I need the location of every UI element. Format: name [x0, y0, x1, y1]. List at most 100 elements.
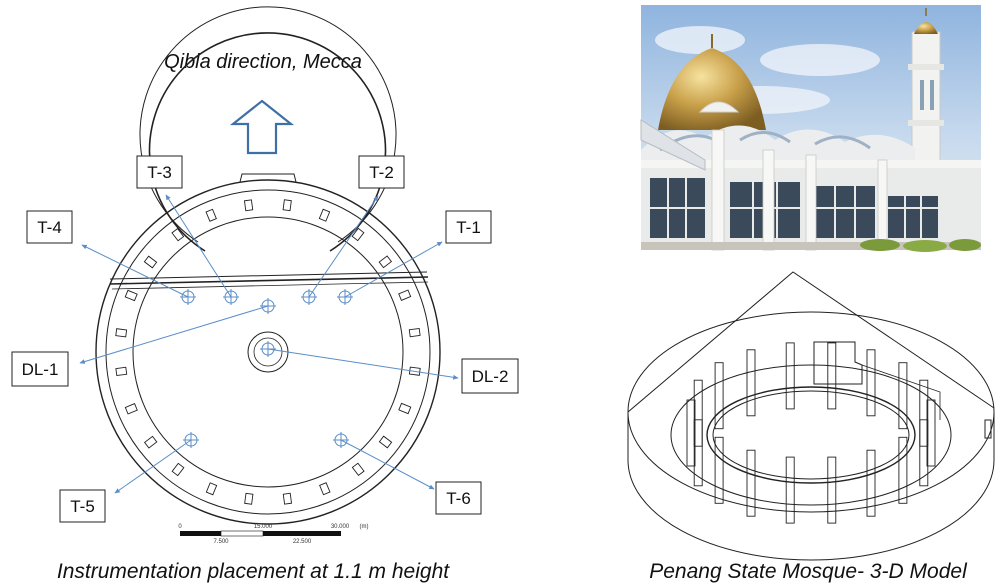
column-marker	[319, 482, 331, 496]
svg-text:22.500: 22.500	[293, 539, 312, 545]
model-pillar	[693, 419, 703, 487]
mihrab-lines	[861, 364, 941, 420]
model-pillar	[785, 456, 795, 524]
column-marker	[143, 255, 158, 269]
base-wall	[627, 412, 995, 561]
side-door	[984, 419, 992, 439]
band-line-3	[111, 281, 429, 290]
svg-text:T-2: T-2	[369, 163, 394, 182]
label-dl1: DL-1	[11, 351, 69, 387]
model-pillar	[898, 436, 908, 504]
leader-dl2	[267, 348, 459, 380]
svg-text:DL-2: DL-2	[472, 367, 509, 386]
svg-text:T-3: T-3	[147, 163, 172, 182]
column-marker	[378, 435, 393, 449]
model-pillar	[866, 449, 876, 517]
sensor-markers	[180, 289, 353, 448]
column-marker	[351, 227, 365, 242]
leader-t1	[344, 241, 443, 298]
model-pillar	[686, 399, 696, 467]
leader-t5	[114, 439, 192, 494]
leader-t4	[81, 244, 189, 298]
label-dl2: DL-2	[461, 358, 519, 394]
outer-wall-circle	[95, 179, 441, 525]
band-line-2	[109, 276, 429, 285]
leader-t2	[308, 195, 379, 298]
column-marker	[205, 482, 218, 496]
column-marker	[378, 255, 393, 269]
model-pillar	[919, 379, 929, 447]
label-t6: T-6	[435, 481, 482, 515]
column-markers	[115, 199, 421, 505]
qibla-caption: Qibla direction, Mecca	[164, 51, 362, 73]
inner-ring-inner	[706, 386, 916, 484]
mihrab-niche	[239, 173, 297, 183]
pillar-group	[686, 342, 936, 524]
roof-cone	[627, 271, 995, 413]
svg-text:0: 0	[178, 524, 182, 530]
model-pillar	[746, 449, 756, 517]
model-pillar	[827, 456, 837, 524]
svg-text:30.000: 30.000	[331, 524, 350, 530]
label-t5: T-5	[59, 489, 106, 523]
label-t2: T-2	[358, 155, 405, 189]
mosque-3d-model	[627, 271, 995, 561]
column-marker	[143, 435, 158, 449]
column-marker	[282, 492, 293, 505]
column-marker	[115, 366, 128, 377]
svg-text:15.000: 15.000	[254, 524, 273, 530]
model-pillar	[919, 419, 929, 487]
band-line-1	[109, 271, 428, 280]
mosque-photo	[640, 5, 981, 252]
column-marker	[398, 289, 412, 301]
model-pillar	[926, 399, 936, 467]
inner-ring-core	[712, 390, 910, 480]
leader-t3	[165, 194, 232, 298]
center-inner-circle	[253, 337, 283, 367]
column-marker	[408, 327, 421, 338]
column-marker	[351, 462, 365, 477]
column-marker	[205, 208, 217, 222]
column-ring-circle	[132, 216, 404, 488]
column-marker	[124, 289, 138, 302]
leader-lines	[79, 194, 459, 494]
qibla-arrow-icon	[229, 99, 295, 155]
column-marker	[115, 328, 128, 338]
leader-dl1	[79, 305, 269, 364]
column-marker	[398, 402, 412, 415]
base-top-ellipse	[627, 311, 995, 513]
svg-text:(m): (m)	[360, 524, 369, 530]
svg-text:T-5: T-5	[70, 497, 95, 516]
leader-t6	[340, 439, 435, 490]
label-t1: T-1	[445, 210, 492, 244]
svg-text:7.500: 7.500	[213, 539, 229, 545]
plan-drawing: Qibla direction, Mecca	[11, 6, 519, 583]
svg-text:T-4: T-4	[37, 218, 62, 237]
model-caption: Penang State Mosque- 3-D Model	[649, 560, 968, 583]
column-marker	[282, 199, 292, 212]
model-pillar	[746, 349, 756, 417]
model-pillar	[693, 379, 703, 447]
column-marker	[243, 199, 254, 212]
outer-wall-inner-circle	[105, 189, 431, 515]
svg-text:T-1: T-1	[456, 218, 481, 237]
label-t3: T-3	[136, 155, 183, 189]
column-marker	[124, 403, 138, 415]
model-pillar	[827, 342, 837, 410]
model-pillar	[898, 362, 908, 430]
model-pillar	[785, 342, 795, 410]
sensor-labels: T-3 T-2 T-4 T-1 DL-1 DL-2 T-5 T-6	[11, 155, 519, 523]
column-marker	[171, 227, 185, 242]
scale-bar: 0 15.000 30.000 (m) 7.500 22.500	[178, 524, 368, 545]
inner-ring-outer	[670, 364, 952, 506]
mihrab-box	[813, 341, 863, 385]
model-pillar	[714, 436, 724, 504]
column-marker	[318, 208, 331, 222]
column-marker	[244, 492, 254, 505]
inner-arc-1	[139, 6, 397, 243]
label-t4: T-4	[26, 210, 73, 244]
instrumentation-caption: Instrumentation placement at 1.1 m heigh…	[57, 560, 450, 583]
column-marker	[171, 462, 185, 477]
model-pillar	[866, 349, 876, 417]
